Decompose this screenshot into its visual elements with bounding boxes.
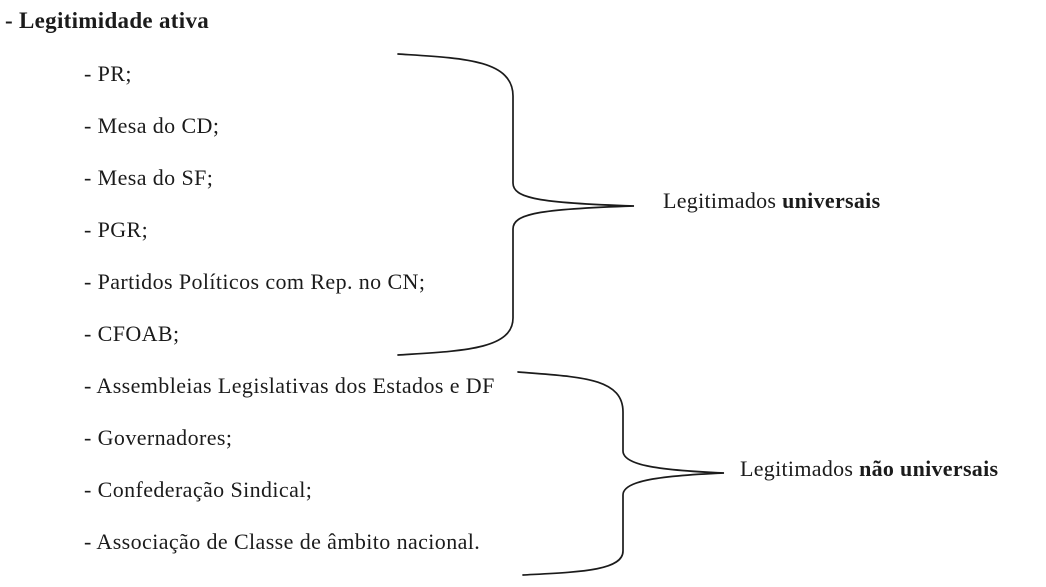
list-item-cfoab: - CFOAB; <box>84 321 180 346</box>
list-item-pr: - PR; <box>84 61 132 86</box>
non-universal-group-label-emphasis: não universais <box>859 456 999 481</box>
page-title: - Legitimidade ativa <box>5 8 210 33</box>
list-item-governadores: - Governadores; <box>84 425 233 450</box>
list-item-partidos: - Partidos Políticos com Rep. no CN; <box>84 269 426 294</box>
list-item-confederacao: - Confederação Sindical; <box>84 477 313 502</box>
list-item-mesa-sf: - Mesa do SF; <box>84 165 214 190</box>
list-item-pgr: - PGR; <box>84 217 149 242</box>
list-item-mesa-cd: - Mesa do CD; <box>84 113 220 138</box>
universal-group-label: Legitimados universais <box>663 188 880 214</box>
non-universal-group-brace-icon <box>517 371 725 576</box>
non-universal-group-label: Legitimados não universais <box>740 456 998 482</box>
list-item-associacao: - Associação de Classe de âmbito naciona… <box>84 529 481 554</box>
universal-group-brace-icon <box>397 53 635 356</box>
universal-group-label-emphasis: universais <box>782 188 881 213</box>
list-item-assembleias: - Assembleias Legislativas dos Estados e… <box>84 373 495 398</box>
non-universal-group-label-prefix: Legitimados <box>740 456 860 481</box>
universal-group-label-prefix: Legitimados <box>663 188 783 213</box>
